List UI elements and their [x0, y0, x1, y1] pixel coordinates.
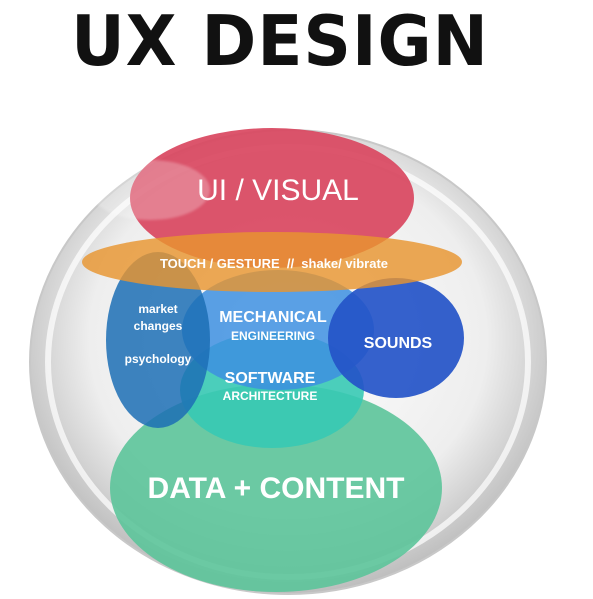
label-mechanical-line1: MECHANICAL — [219, 309, 327, 326]
label-data-content: DATA + CONTENT — [148, 472, 405, 505]
label-touch-gesture: TOUCH / GESTURE // shake/ vibrate — [160, 256, 388, 271]
label-market-line2: changes — [134, 319, 183, 333]
label-market-line1: market — [138, 302, 177, 316]
label-ui-visual: UI / VISUAL — [197, 174, 359, 207]
sounds-blob — [328, 278, 464, 398]
sphere-highlight — [90, 160, 210, 220]
touch-gesture-blob — [82, 232, 462, 292]
diagram-title: UX DESIGN — [71, 1, 489, 82]
mechanical-blob — [182, 270, 374, 390]
data-content-blob — [110, 384, 442, 592]
label-software-line1: SOFTWARE — [225, 370, 316, 387]
label-sounds: SOUNDS — [364, 335, 433, 352]
ui-visual-blob — [130, 128, 414, 268]
market-psychology-blob — [106, 252, 210, 428]
label-psychology: psychology — [125, 352, 192, 366]
label-mechanical-line2: ENGINEERING — [231, 329, 315, 343]
label-software-line2: ARCHITECTURE — [223, 389, 318, 403]
